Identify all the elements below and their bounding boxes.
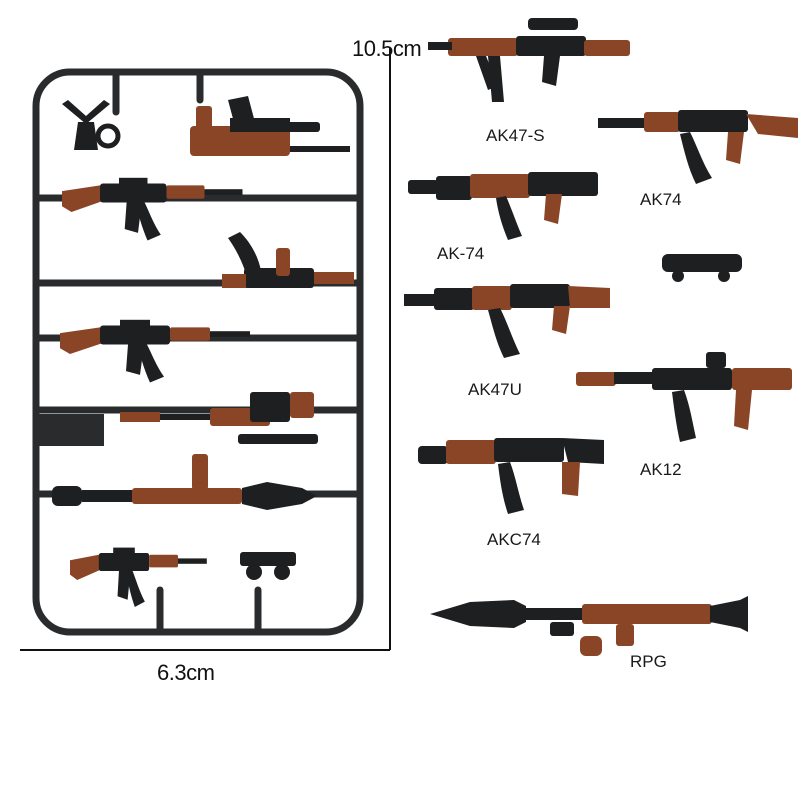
sprue-rpg-part: [52, 454, 317, 510]
label-akc74: AKC74: [487, 530, 541, 549]
weapon-ak47u: [404, 284, 610, 358]
weapon-ak74: [598, 110, 798, 184]
weapon-ak74-gl: [408, 172, 598, 240]
label-ak12: AK12: [640, 460, 682, 479]
accessory-sight: [662, 254, 742, 282]
label-ak47s: AK47-S: [486, 126, 545, 145]
sprue-ak47-grenade-part: [120, 392, 318, 444]
sprue-scope-part: [240, 552, 296, 580]
sprue-ak74-part: [60, 319, 250, 383]
sprue-magazine-part: [222, 232, 354, 288]
label-ak47u: AK47U: [468, 380, 522, 399]
sprue-ak12-part: [62, 177, 243, 241]
sprue-akc74-part: [70, 547, 207, 607]
height-label: 10.5cm: [352, 36, 422, 61]
sprue-ak47s-part: [190, 96, 350, 156]
label-rpg: RPG: [630, 652, 667, 671]
sprue-bipod-part: [62, 100, 121, 150]
sprue-tag-plate: [34, 414, 104, 446]
weapon-akc74: [418, 438, 604, 514]
weapon-rpg: [430, 596, 748, 656]
width-label: 6.3cm: [157, 660, 215, 685]
label-ak-74: AK-74: [437, 244, 485, 263]
label-ak74: AK74: [640, 190, 682, 209]
weapon-ak12: [576, 352, 792, 442]
weapon-ak47s: [428, 18, 630, 102]
